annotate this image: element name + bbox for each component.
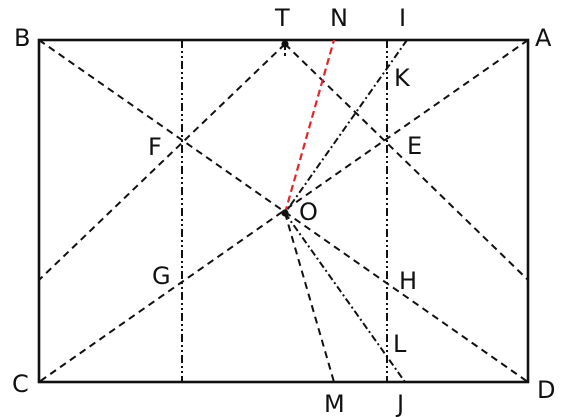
diagonal-bd [38, 39, 529, 383]
line-io [284, 39, 408, 214]
line-oj [284, 212, 406, 383]
label-a: A [535, 24, 552, 52]
label-c: C [12, 370, 29, 398]
label-b: B [14, 24, 30, 52]
label-i: I [399, 4, 406, 32]
label-j: J [395, 390, 404, 417]
label-t: T [274, 4, 290, 32]
label-n: N [330, 4, 348, 32]
line-on-red [283, 39, 336, 214]
line-t-to-left [38, 43, 286, 281]
diagonal-ac [38, 39, 529, 383]
label-k: K [394, 64, 411, 92]
label-d: D [537, 376, 555, 404]
rectangle-abdc [37, 38, 530, 384]
label-e: E [407, 132, 422, 160]
line-t-to-right [284, 43, 529, 281]
point-o [281, 209, 289, 217]
label-h: H [399, 267, 417, 295]
label-o: O [299, 198, 318, 226]
label-g: G [152, 262, 171, 290]
line-om [284, 212, 335, 383]
label-l: L [393, 330, 407, 358]
point-t [281, 40, 289, 48]
label-f: F [148, 133, 162, 161]
label-m: M [324, 390, 345, 417]
